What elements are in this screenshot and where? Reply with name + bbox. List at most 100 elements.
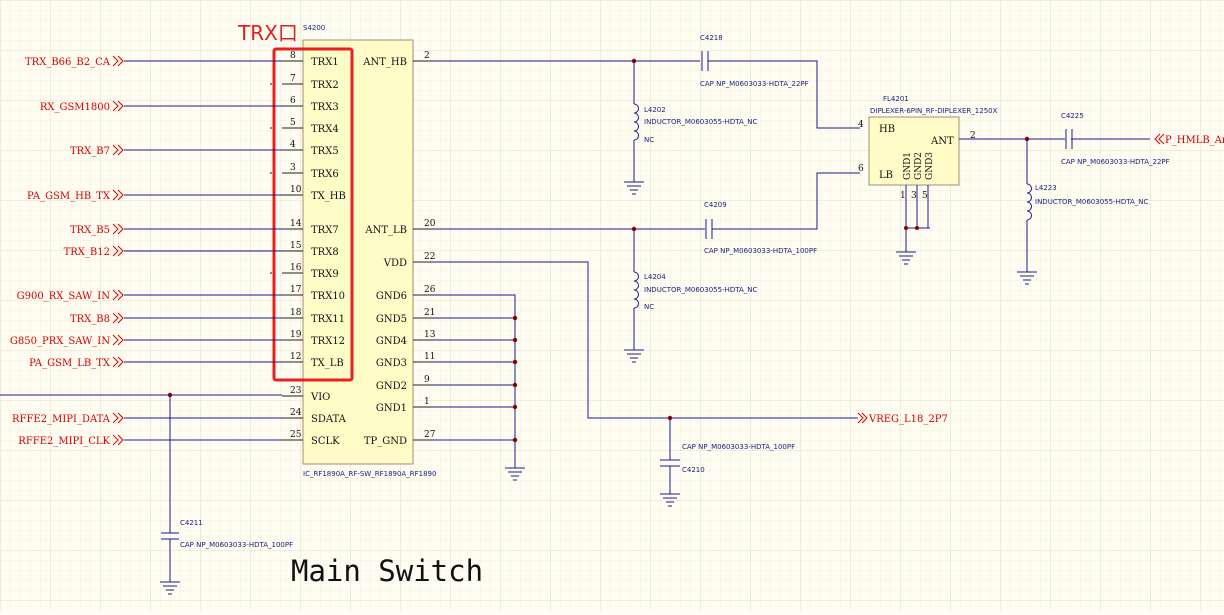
- net-label-pa-gsm-hb-tx[interactable]: PA_GSM_HB_TX: [27, 189, 124, 202]
- svg-text:L4204: L4204: [644, 273, 666, 281]
- svg-text:RX_GSM1800: RX_GSM1800: [40, 102, 110, 113]
- pin-name-ant-lb: ANT_LB: [364, 225, 407, 236]
- pin-name-gnd1: GND1: [376, 403, 407, 414]
- net-label-pa-gsm-lb-tx[interactable]: PA_GSM_LB_TX: [29, 356, 124, 369]
- capacitor-c4209[interactable]: C4209 CAP NP_M0603033-HDTA_100PF: [704, 201, 817, 255]
- junction-dot: [512, 359, 518, 365]
- ic-part: IC_RF1890A_RF-SW_RF1890A_RF1890: [303, 470, 436, 478]
- net-label-g900-rx-saw-in[interactable]: G900_RX_SAW_IN: [17, 289, 124, 302]
- net-label-rffe2-mipi-data[interactable]: RFFE2_MIPI_DATA: [12, 412, 124, 425]
- pin-name-trx3: TRX3: [311, 102, 339, 113]
- pin-name-gnd4: GND4: [376, 336, 407, 347]
- svg-text:GND2: GND2: [914, 152, 924, 180]
- pin-name-trx12: TRX12: [311, 336, 345, 347]
- net-label-trx-b5[interactable]: TRX_B5: [70, 223, 124, 236]
- svg-text:DIPLEXER-6PIN_RF-DIPLEXER_1250: DIPLEXER-6PIN_RF-DIPLEXER_1250X: [870, 107, 998, 115]
- svg-text:PA_GSM_LB_TX: PA_GSM_LB_TX: [29, 358, 111, 369]
- net-label-trx-b66-b2-ca[interactable]: TRX_B66_B2_CA: [25, 55, 124, 68]
- pin-name-trx11: TRX11: [311, 314, 345, 325]
- pin-number: 25: [290, 430, 302, 440]
- pin-number: 4: [290, 140, 296, 150]
- trx-highlight-box: [272, 47, 354, 382]
- svg-text:3: 3: [911, 191, 917, 201]
- pin-name-trx5: TRX5: [311, 146, 339, 157]
- pin-name-ant-hb: ANT_HB: [362, 57, 407, 68]
- svg-text:C4210: C4210: [682, 466, 705, 474]
- pin-name-vdd: VDD: [383, 258, 407, 269]
- junction-dot: [512, 382, 518, 388]
- pin-name-trx1: TRX1: [311, 57, 339, 68]
- svg-text:CAP NP_M0603033-HDTA_22PF: CAP NP_M0603033-HDTA_22PF: [1061, 158, 1170, 166]
- pin-number: 21: [424, 308, 435, 318]
- junction-dot: [512, 315, 518, 321]
- svg-text:RFFE2_MIPI_CLK: RFFE2_MIPI_CLK: [18, 436, 110, 447]
- net-p-hmlb-ant[interactable]: P_HMLB_Ant: [1154, 133, 1224, 146]
- inductor-l4202[interactable]: L4202 INDUCTOR_M0603055-HDTA_NC NC: [624, 61, 758, 195]
- svg-text:HB: HB: [879, 124, 895, 135]
- capacitor-c4210[interactable]: CAP NP_M0603033-HDTA_100PF C4210: [660, 418, 795, 507]
- pin-name-trx6: TRX6: [311, 169, 339, 180]
- diplexer-fl4201[interactable]: FL4201 DIPLEXER-6PIN_RF-DIPLEXER_1250X H…: [858, 95, 998, 265]
- svg-text:G900_RX_SAW_IN: G900_RX_SAW_IN: [17, 291, 111, 302]
- svg-text:P_HMLB_Ant: P_HMLB_Ant: [1165, 135, 1224, 146]
- pin-number: 26: [424, 285, 436, 295]
- pin-number: 18: [290, 308, 302, 318]
- pin-number: 7: [290, 74, 296, 84]
- pin-number: 11: [424, 352, 435, 362]
- junction-dot: [512, 337, 518, 343]
- pin-number: 19: [290, 330, 302, 340]
- svg-text:CAP NP_M0603033-HDTA_100PF: CAP NP_M0603033-HDTA_100PF: [180, 541, 293, 549]
- svg-text:L4223: L4223: [1035, 184, 1057, 192]
- pin-name-gnd3: GND3: [376, 358, 407, 369]
- pin-number: 12: [290, 352, 301, 362]
- svg-text:C4225: C4225: [1061, 112, 1084, 120]
- left-pins: 8TRX17TRX26TRX35TRX44TRX53TRX610TX_HB14T…: [282, 51, 347, 447]
- svg-text:TRX_B7: TRX_B7: [70, 146, 110, 157]
- svg-text:C4211: C4211: [180, 519, 203, 527]
- nc-dot: [270, 127, 272, 129]
- trx-annotation: TRX口: [237, 21, 298, 45]
- pin-number: 1: [424, 397, 430, 407]
- pin-name-gnd5: GND5: [376, 314, 407, 325]
- svg-text:INDUCTOR_M0603055-HDTA_NC: INDUCTOR_M0603055-HDTA_NC: [644, 118, 758, 126]
- pin-name-trx10: TRX10: [311, 291, 345, 302]
- inductor-l4204[interactable]: L4204 INDUCTOR_M0603055-HDTA_NC NC: [624, 229, 758, 363]
- net-label-trx-b7[interactable]: TRX_B7: [70, 144, 124, 157]
- pin-number: 13: [424, 330, 436, 340]
- svg-text:C4209: C4209: [704, 201, 727, 209]
- net-label-rffe2-mipi-clk[interactable]: RFFE2_MIPI_CLK: [18, 434, 124, 447]
- inductor-l4223[interactable]: L4223 INDUCTOR_M0603055-HDTA_NC: [1017, 139, 1149, 285]
- svg-text:L4202: L4202: [644, 106, 666, 114]
- pin-number: 9: [424, 375, 430, 385]
- svg-text:RFFE2_MIPI_DATA: RFFE2_MIPI_DATA: [12, 414, 111, 425]
- svg-text:4: 4: [858, 120, 864, 130]
- net-label-rx-gsm1800[interactable]: RX_GSM1800: [40, 100, 124, 113]
- net-label-trx-b8[interactable]: TRX_B8: [70, 312, 124, 325]
- svg-text:CAP NP_M0603033-HDTA_22PF: CAP NP_M0603033-HDTA_22PF: [700, 80, 809, 88]
- svg-text:PA_GSM_HB_TX: PA_GSM_HB_TX: [27, 191, 111, 202]
- svg-text:6: 6: [858, 164, 864, 174]
- svg-text:TRX_B66_B2_CA: TRX_B66_B2_CA: [25, 57, 111, 68]
- net-label-trx-b12[interactable]: TRX_B12: [64, 245, 124, 258]
- capacitor-c4225[interactable]: C4225 CAP NP_M0603033-HDTA_22PF: [1061, 112, 1170, 166]
- capacitor-c4211[interactable]: C4211 CAP NP_M0603033-HDTA_100PF: [160, 519, 293, 595]
- svg-text:GND3: GND3: [925, 152, 935, 180]
- capacitor-c4218[interactable]: C4218 CAP NP_M0603033-HDTA_22PF: [700, 34, 809, 88]
- switch-ic-s4200[interactable]: S4200 IC_RF1890A_RF-SW_RF1890A_RF1890 8T…: [282, 24, 436, 478]
- svg-text:2: 2: [970, 131, 976, 141]
- pin-name-sclk: SCLK: [311, 436, 340, 447]
- pin-name-vio: VIO: [310, 392, 330, 403]
- svg-text:C4218: C4218: [700, 34, 723, 42]
- svg-text:NC: NC: [644, 136, 654, 144]
- pin-number: 23: [290, 386, 302, 396]
- svg-text:GND1: GND1: [903, 152, 913, 180]
- pin-number: 6: [290, 96, 296, 106]
- pin-number: 8: [290, 51, 296, 61]
- svg-text:TRX_B12: TRX_B12: [64, 247, 110, 258]
- svg-text:1: 1: [900, 191, 906, 201]
- net-label-g850-prx-saw-in[interactable]: G850_PRX_SAW_IN: [10, 334, 124, 347]
- net-vreg-l18-2p7[interactable]: VREG_L18_2P7: [857, 412, 948, 425]
- pin-name-trx7: TRX7: [311, 225, 339, 236]
- sheet-title: Main Switch: [291, 554, 483, 588]
